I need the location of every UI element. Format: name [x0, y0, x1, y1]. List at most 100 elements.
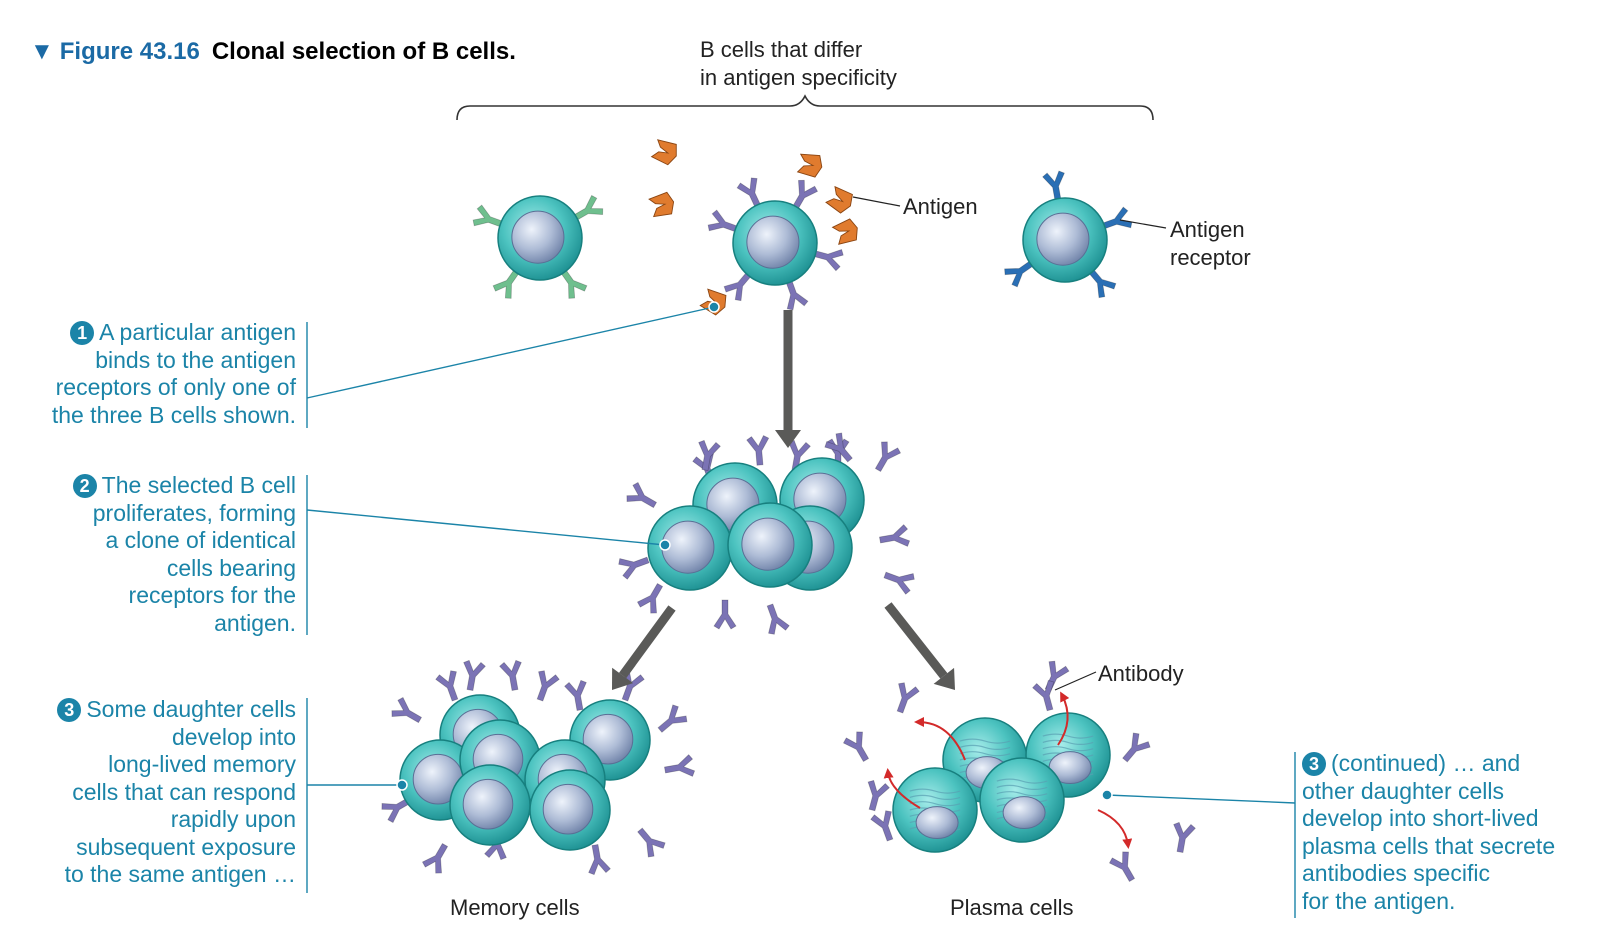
- antigen-shape: [825, 185, 853, 214]
- cells-layer: [381, 139, 1196, 883]
- memory-receptor: [381, 796, 413, 824]
- antigen-receptor: [785, 279, 809, 311]
- memory-receptor: [536, 670, 560, 702]
- specificity-brace: [456, 94, 1154, 121]
- antigen-shape: [650, 139, 677, 166]
- leader-dot: [708, 301, 720, 313]
- b-cell-green: [472, 194, 604, 299]
- clone-receptor: [874, 441, 902, 473]
- antigen-label: Antigen: [903, 194, 978, 219]
- memory-cells-label: Memory cells: [450, 895, 580, 920]
- antibody-pointer: [1054, 671, 1097, 691]
- memory-receptor: [664, 754, 696, 777]
- clone-cell: [727, 502, 813, 588]
- b-cell-blue: [1004, 170, 1133, 299]
- free-antibody: [1108, 851, 1136, 883]
- free-antibody: [896, 682, 920, 714]
- antigen-pointer: [852, 196, 901, 207]
- free-antibody: [867, 779, 890, 812]
- antigen-receptor: [572, 194, 604, 222]
- antigen-receptor: [707, 209, 739, 233]
- antigen-shape: [648, 191, 675, 218]
- b-cell-selected: [707, 177, 844, 311]
- free-antibody: [842, 731, 870, 763]
- antigen-shape: [831, 218, 858, 245]
- receptor-label-line1: Antigen: [1170, 217, 1245, 242]
- plasma-cells-label: Plasma cells: [950, 895, 1074, 920]
- step-3-badge: 3: [57, 698, 82, 722]
- antigen-receptor: [812, 248, 844, 272]
- clone-receptor: [746, 435, 770, 466]
- b-cell-blue-body: [1022, 197, 1108, 283]
- secretion-arrow: [883, 768, 921, 809]
- memory-cell: [449, 764, 531, 846]
- memory-receptor: [657, 704, 688, 733]
- arrow-to-clone: [775, 310, 801, 448]
- free-antibody: [870, 810, 894, 842]
- antigen-receptor: [723, 271, 753, 302]
- step-1-badge: 1: [70, 321, 95, 345]
- clone-receptor: [618, 556, 650, 580]
- bcells-label: B cells that differ in antigen specifici…: [700, 36, 897, 92]
- memory-cell: [529, 769, 611, 851]
- leader-dot: [396, 779, 408, 791]
- memory-receptor: [435, 670, 459, 702]
- secretion-arrow: [1097, 809, 1133, 849]
- figure-number: Figure 43.16: [59, 38, 200, 65]
- memory-receptor: [421, 842, 449, 874]
- clone-receptor: [766, 603, 790, 635]
- arrows-layer: [612, 310, 1133, 849]
- antigen-receptor-label: Antigen receptor: [1170, 216, 1251, 272]
- figure-title: Clonal selection of B cells.: [211, 38, 516, 65]
- memory-receptor: [564, 679, 587, 711]
- antigen-receptor: [472, 204, 504, 228]
- free-antibody: [1032, 679, 1055, 712]
- step-1-leader: [306, 306, 715, 399]
- plasma-cell: [892, 767, 978, 853]
- clone-receptor: [788, 439, 811, 471]
- step-2-badge: 2: [72, 474, 97, 498]
- bcells-label-line2: in antigen specificity: [700, 65, 897, 90]
- step-3-continued-text: 3(continued) … and other daughter cells …: [1302, 750, 1556, 914]
- antigen-receptor: [736, 177, 762, 209]
- antibody-label: Antibody: [1098, 661, 1184, 686]
- clone-receptor: [626, 481, 658, 509]
- antigen-receptor: [492, 268, 521, 299]
- memory-receptor: [588, 844, 611, 876]
- antigen-receptor: [559, 268, 588, 299]
- caption-triangle-icon: ▼: [30, 38, 54, 65]
- receptor-label-line2: receptor: [1170, 245, 1251, 270]
- leader-dot: [1101, 789, 1113, 801]
- b-cell-green-body: [497, 195, 583, 281]
- antigen-receptor: [1042, 170, 1065, 202]
- figure-caption: ▼Figure 43.16 Clonal selection of B cells…: [30, 38, 516, 66]
- antigen-receptor: [1087, 268, 1117, 299]
- leaders-layer: [306, 196, 1296, 918]
- clone-receptor: [713, 599, 737, 630]
- leader-dot: [659, 539, 671, 551]
- arrow-to-memory: [612, 605, 676, 690]
- memory-receptor: [499, 659, 522, 691]
- secretion-arrow: [914, 717, 966, 761]
- free-antibody: [1173, 821, 1196, 853]
- step-3-continued-badge: 3: [1302, 752, 1326, 776]
- antigen-shape: [796, 153, 823, 178]
- step-2-leader: [306, 509, 666, 546]
- arrow-to-plasma: [884, 602, 955, 690]
- memory-receptor: [391, 696, 423, 724]
- receptor-pointer: [1119, 219, 1167, 229]
- free-antibody: [1122, 732, 1151, 763]
- clone-cluster: [618, 432, 915, 635]
- plasma-cell-cluster: [842, 660, 1196, 883]
- step-3-continued-leader: [1106, 794, 1296, 804]
- memory-receptor: [463, 659, 486, 691]
- clone-receptor: [879, 524, 911, 547]
- memory-receptor: [637, 827, 666, 858]
- clone-receptor: [636, 582, 664, 614]
- secretion-arrow: [1057, 691, 1070, 746]
